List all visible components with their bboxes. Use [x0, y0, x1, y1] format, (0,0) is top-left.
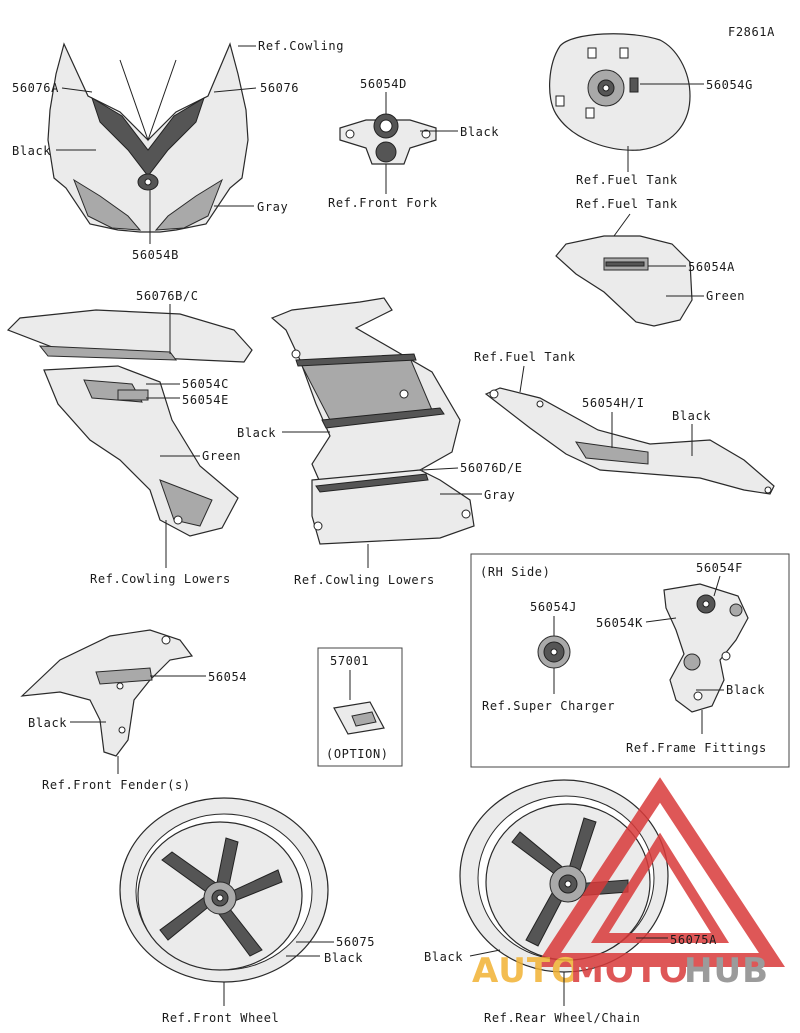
label-black-fork: Black: [460, 125, 499, 139]
label-57001: 57001: [330, 654, 369, 668]
label-ref-cowling: Ref.Cowling: [258, 39, 344, 53]
front-wheel-drawing: [119, 797, 329, 983]
label-56054K: 56054K: [596, 616, 643, 630]
front-fender-drawing: [20, 629, 194, 757]
tank-side-cover-drawing: [484, 387, 775, 495]
label-56054F: 56054F: [696, 561, 743, 575]
label-ref-rear-wheel: Ref.Rear Wheel/Chain: [484, 1011, 641, 1025]
option-decal-drawing: [333, 701, 385, 735]
watermark-logo: AUTO MOTO HUB: [472, 777, 785, 991]
label-black-fender: Black: [28, 716, 67, 730]
watermark-triangle-icon: [535, 777, 785, 967]
label-rh-side: (RH Side): [480, 565, 550, 579]
label-56076BC: 56076B/C: [136, 289, 199, 303]
label-ref-frame-fittings: Ref.Frame Fittings: [626, 741, 767, 755]
label-green-lower: Green: [202, 449, 241, 463]
rh-side-box: [470, 553, 790, 768]
label-black-frame: Black: [726, 683, 765, 697]
label-56054A: 56054A: [688, 260, 735, 274]
left-side-cowling-drawing: [6, 309, 253, 537]
label-56054C: 56054C: [182, 377, 229, 391]
label-56054: 56054: [208, 670, 247, 684]
watermark-text-hub: HUB: [684, 951, 769, 991]
option-box: [317, 647, 403, 767]
label-ref-fuel-tank-3: Ref.Fuel Tank: [474, 350, 576, 364]
label-56054J: 56054J: [530, 600, 577, 614]
label-black-lower: Black: [237, 426, 276, 440]
label-green-tank: Green: [706, 289, 745, 303]
label-black-front-wheel: Black: [324, 951, 363, 965]
steering-stem-drawing: [339, 113, 437, 165]
label-ref-cowling-lowers-1: Ref.Cowling Lowers: [90, 572, 231, 586]
label-56054HI: 56054H/I: [582, 396, 645, 410]
label-ref-front-fork: Ref.Front Fork: [328, 196, 438, 210]
figure-code: F2861A: [728, 25, 775, 39]
label-option: (OPTION): [326, 747, 389, 761]
label-gray-lower: Gray: [484, 488, 515, 502]
label-ref-fuel-tank-1: Ref.Fuel Tank: [576, 173, 678, 187]
upper-cowling-drawing: [47, 42, 249, 233]
fuel-tank-top-drawing: [549, 33, 691, 151]
inner-fairing-drawing: [270, 297, 475, 545]
label-56075A: 56075A: [670, 933, 717, 947]
label-56075: 56075: [336, 935, 375, 949]
label-56054G: 56054G: [706, 78, 753, 92]
label-56076A: 56076A: [12, 81, 59, 95]
label-ref-cowling-lowers-2: Ref.Cowling Lowers: [294, 573, 435, 587]
label-56076DE: 56076D/E: [460, 461, 523, 475]
label-ref-super-charger: Ref.Super Charger: [482, 699, 615, 713]
watermark-text-auto: AUTO: [472, 951, 581, 991]
label-black-cover: Black: [672, 409, 711, 423]
label-ref-front-wheel: Ref.Front Wheel: [162, 1011, 279, 1025]
label-ref-front-fenders: Ref.Front Fender(s): [42, 778, 191, 792]
watermark-text-moto: MOTO: [570, 951, 689, 991]
fuel-tank-side-drawing: [555, 235, 693, 327]
label-56054B: 56054B: [132, 248, 179, 262]
label-56054E: 56054E: [182, 393, 229, 407]
frame-fitting-drawing: [663, 583, 749, 713]
label-black-rear-wheel: Black: [424, 950, 463, 964]
label-gray-cowling: Gray: [257, 200, 288, 214]
label-ref-fuel-tank-2: Ref.Fuel Tank: [576, 197, 678, 211]
label-56076: 56076: [260, 81, 299, 95]
label-black-cowling: Black: [12, 144, 51, 158]
label-56054D: 56054D: [360, 77, 407, 91]
supercharger-emblem-drawing: [537, 635, 571, 669]
